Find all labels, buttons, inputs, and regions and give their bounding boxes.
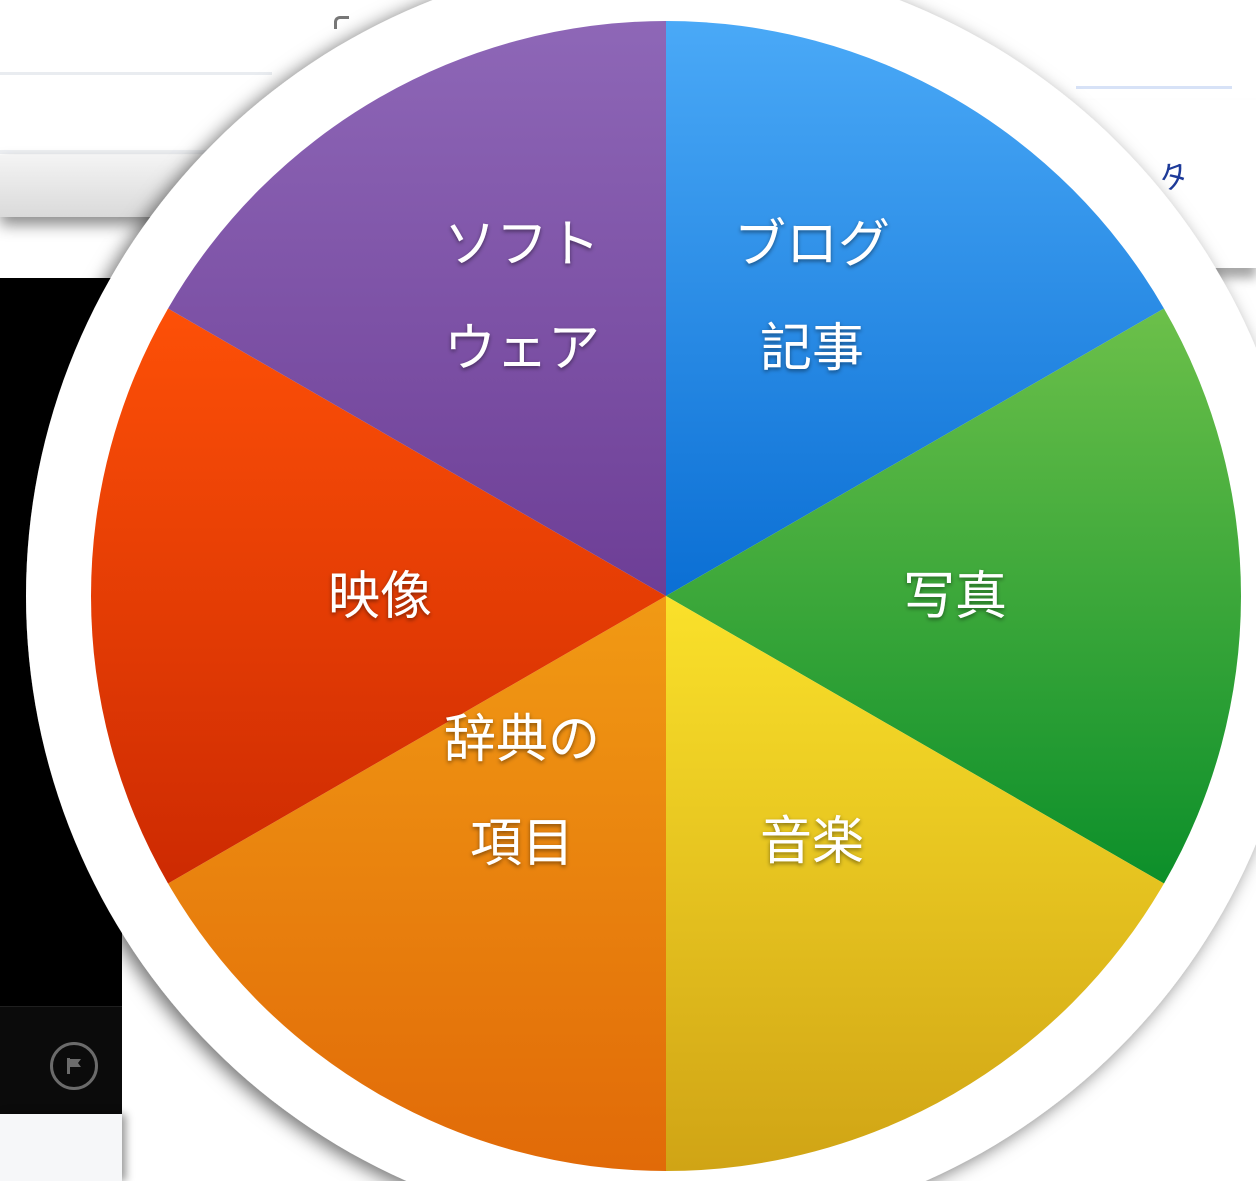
wheel-segment-software — [168, 21, 666, 596]
background-mark — [334, 16, 349, 29]
wheel-segment-video — [90, 308, 666, 884]
flag-icon — [67, 1058, 81, 1074]
wheel-label-line: ウェア — [444, 319, 600, 379]
wheel-label-line: 写真 — [903, 567, 1007, 627]
wheel-label-line: ソフト — [444, 215, 600, 275]
wheel-label-blog: ブログ記事 — [734, 215, 890, 379]
wheel-label-video: 映像 — [328, 567, 432, 627]
wheel-label-line: 記事 — [760, 319, 864, 379]
wheel-label-line: 映像 — [328, 567, 432, 627]
wheel-label-line: ブログ — [734, 215, 890, 275]
background-divider-top — [0, 72, 272, 75]
wheel-segment-music — [666, 596, 1164, 1171]
wheel-label-software: ソフトウェア — [444, 215, 600, 379]
wheel-label-photo: 写真 — [903, 567, 1007, 627]
background-footer-box — [0, 1114, 122, 1181]
wheel-label-line: 辞典の — [444, 710, 600, 770]
wheel-segments — [90, 21, 1241, 1171]
wheel-label-music: 音楽 — [760, 812, 864, 872]
wheel-label-line: 項目 — [470, 814, 574, 874]
background-link-underline — [1076, 86, 1232, 89]
wheel-segment-photo — [666, 308, 1241, 884]
wheel-label-dictionary: 辞典の項目 — [444, 710, 600, 874]
wheel-segment-dictionary — [168, 596, 666, 1171]
wheel-label-line: 音楽 — [760, 812, 864, 872]
flag-button[interactable] — [50, 1042, 98, 1090]
wheel-segment-blog — [666, 21, 1164, 596]
background-divider-mid — [0, 150, 272, 154]
